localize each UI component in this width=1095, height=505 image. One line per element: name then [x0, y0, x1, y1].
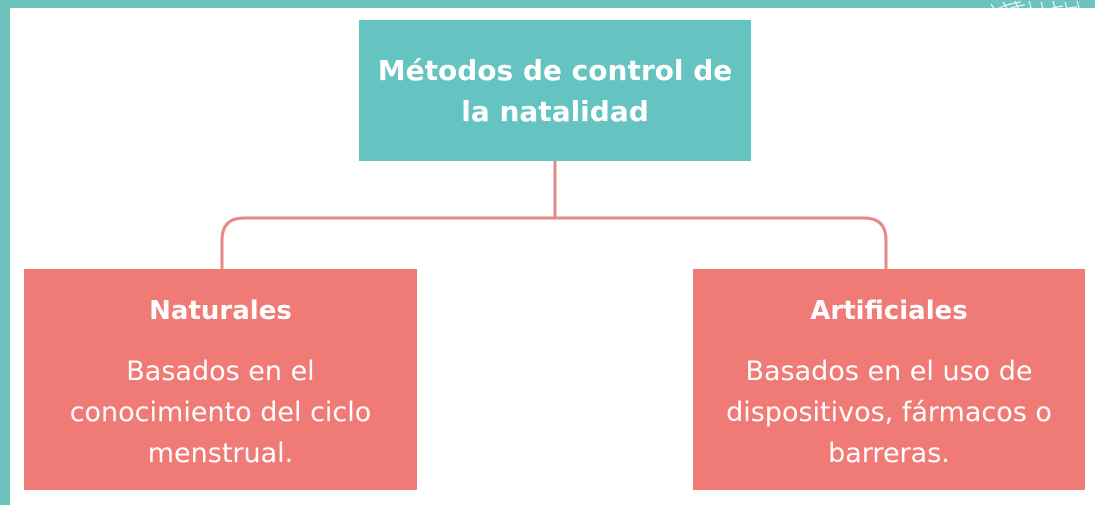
connector-right-branch [553, 216, 888, 271]
root-node: Métodos de control de la natalidad [359, 20, 751, 161]
child-node-heading: Naturales [149, 296, 292, 326]
connector-left-branch [220, 216, 557, 271]
child-node-description: Basados en el uso de dispositivos, fárma… [726, 356, 1052, 469]
child-node-artificiales: Artificiales Basados en el uso de dispos… [693, 269, 1085, 490]
child-node-description: Basados en el conocimiento del ciclo men… [69, 356, 372, 469]
child-node-naturales: Naturales Basados en el conocimiento del… [24, 269, 417, 490]
leaf-decoration-icon [984, 0, 1090, 20]
child-node-heading: Artificiales [810, 296, 968, 326]
root-node-title: Métodos de control de la natalidad [377, 53, 733, 128]
